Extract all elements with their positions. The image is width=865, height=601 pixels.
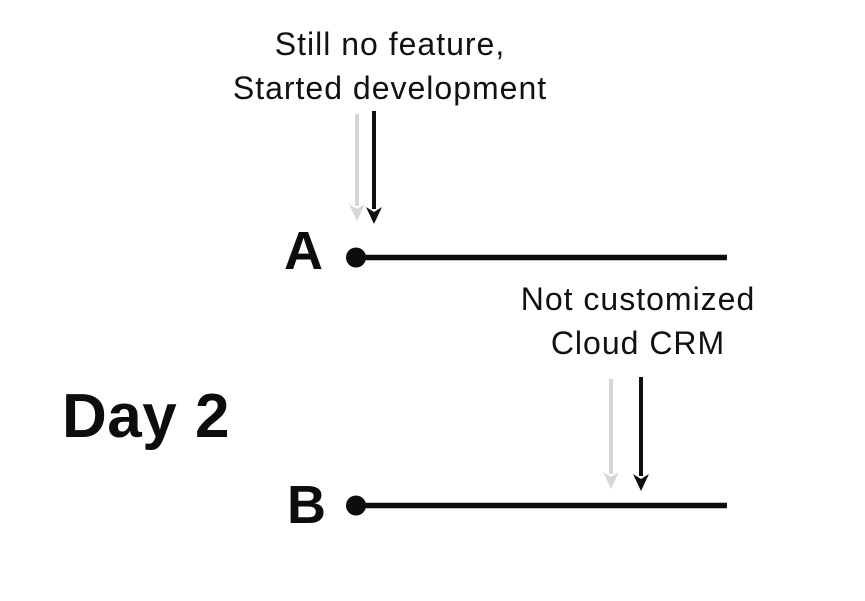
timeline-a-label: A: [284, 221, 323, 281]
annotation-a-line2: Started development: [232, 70, 548, 106]
down-arrow-icon-ghost-b: [603, 379, 619, 489]
down-arrow-icon-main-b: [633, 377, 649, 491]
annotation-timeline-a: Still no feature, Started development: [165, 22, 615, 110]
annotation-b-line2: Cloud CRM: [550, 325, 726, 361]
down-arrow-icon-ghost-a: [349, 114, 365, 221]
timeline-b-label: B: [287, 475, 326, 535]
down-arrow-icon-main-a: [366, 111, 382, 224]
annotation-timeline-b: Not customized Cloud CRM: [438, 277, 838, 365]
annotation-a-line1: Still no feature,: [274, 26, 506, 62]
day-label: Day 2: [62, 382, 230, 451]
annotation-b-line1: Not customized: [520, 281, 756, 317]
